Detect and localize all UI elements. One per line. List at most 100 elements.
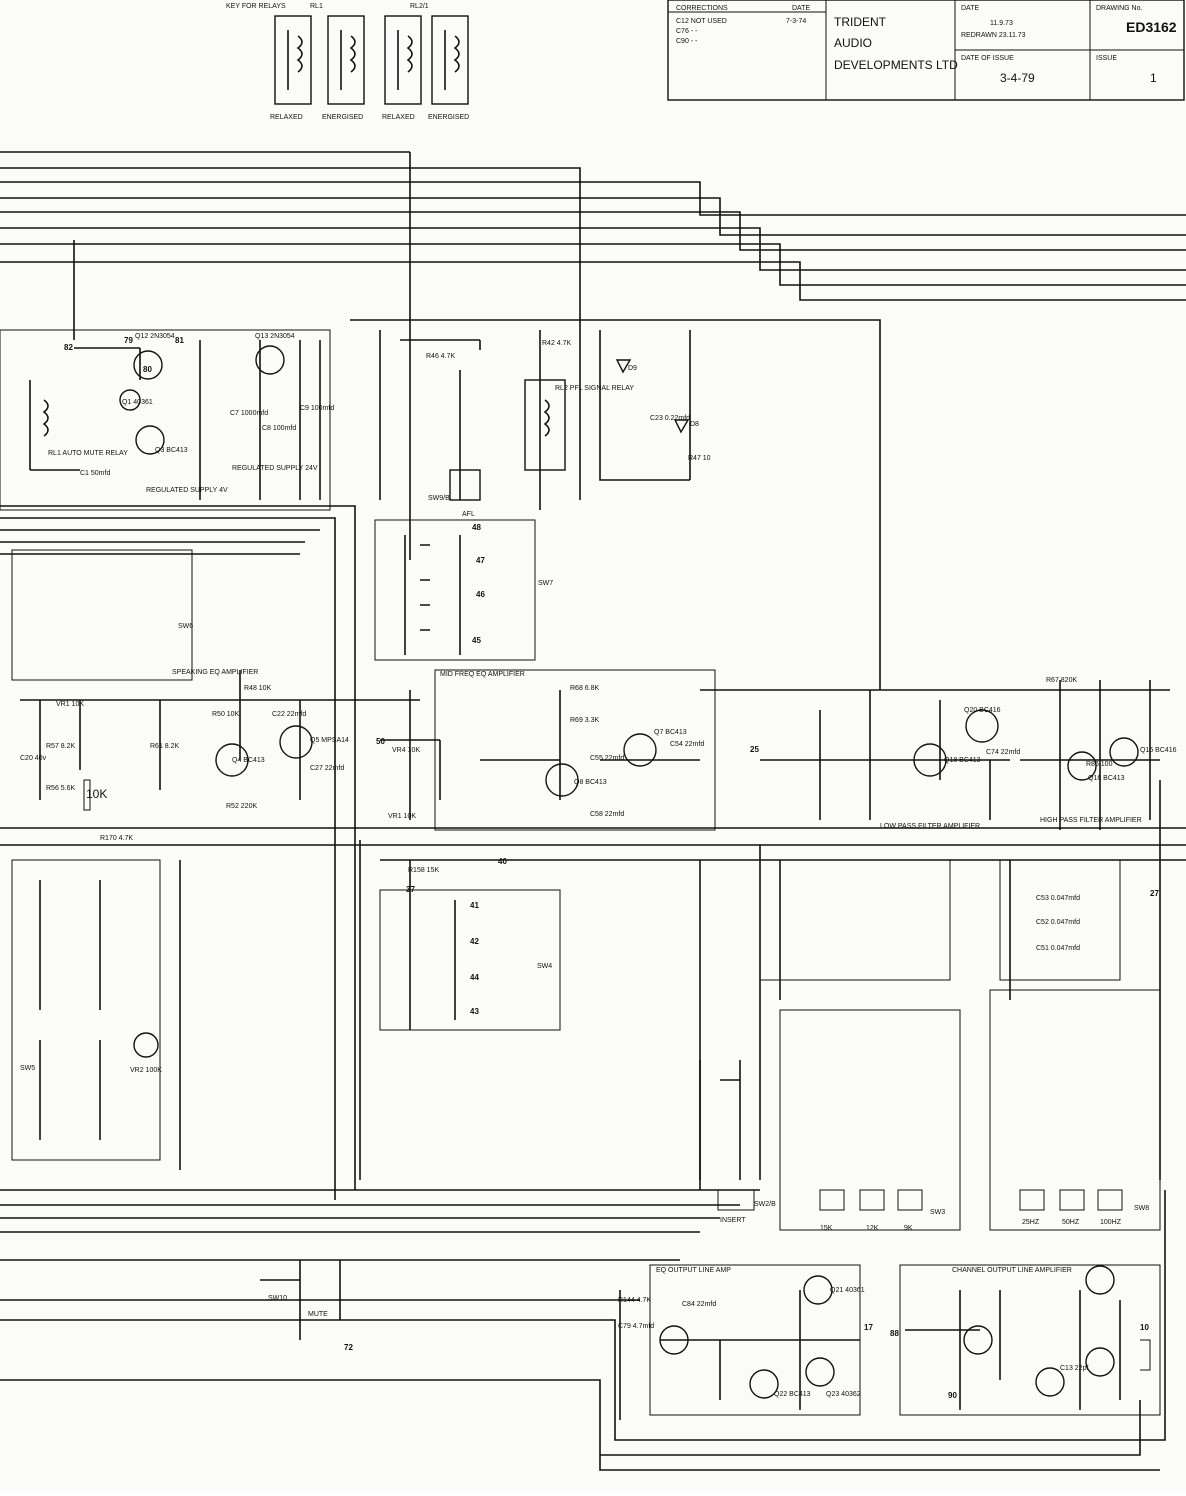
node-41: 41 <box>470 901 479 910</box>
correction-line-1: C12 NOT USED <box>676 18 727 25</box>
sw10-label: SW10 <box>268 1295 287 1302</box>
channel-output-section: CHANNEL OUTPUT LINE AMPLIFIER C13 22pf 8… <box>890 1264 1161 1416</box>
pfl-relay-label: RL2 PFL SIGNAL RELAY <box>555 385 634 392</box>
vr2-label: VR2 100K <box>130 1067 162 1074</box>
q7-label: Q7 BC413 <box>654 729 687 736</box>
r86-label: R86 100 <box>1086 761 1113 768</box>
q13-label: Q13 2N3054 <box>255 333 295 340</box>
channel-output-label: CHANNEL OUTPUT LINE AMPLIFIER <box>952 1267 1072 1274</box>
c9-label: C9 100mfd <box>300 405 334 412</box>
sw7-label: SW7 <box>538 580 553 587</box>
r46-label: R46 4.7K <box>426 353 456 360</box>
r158-label: R158 15K <box>408 867 439 874</box>
node-27: 27 <box>1150 889 1159 898</box>
issue-date-label: DATE OF ISSUE <box>961 55 1014 62</box>
issue-number: 1 <box>1150 71 1157 85</box>
insert-section: INSERT SW2/B <box>699 1060 776 1224</box>
r69-label: R69 3.3K <box>570 717 600 724</box>
relay-state-1: RELAXED <box>270 114 303 121</box>
c1-label: C1 50mfd <box>80 470 110 477</box>
node-80: 80 <box>143 365 152 374</box>
auto-mute-relay-label: RL1 AUTO MUTE RELAY <box>48 450 128 457</box>
r52-label: R52 220K <box>226 803 257 810</box>
q16-label: Q16 BC413 <box>1088 775 1125 782</box>
speaking-eq-label: SPEAKING EQ AMPLIFIER <box>172 669 258 676</box>
node-79: 79 <box>124 336 133 345</box>
issue-label: ISSUE <box>1096 55 1117 62</box>
sw8-label: SW8 <box>1134 1205 1149 1212</box>
c54-label: C54 22mfd <box>670 741 704 748</box>
c51-label: C51 0.047mfd <box>1036 945 1080 952</box>
relay-key-heading: KEY FOR RELAYS <box>226 3 286 10</box>
node-81: 81 <box>175 336 184 345</box>
regulated-supply-4v-label: REGULATED SUPPLY 4V <box>146 487 228 494</box>
high-pass-label: HIGH PASS FILTER AMPLIFIER <box>1040 817 1142 824</box>
node-10: 10 <box>1140 1323 1149 1332</box>
relay-key: KEY FOR RELAYS RL1 RL2/1 RELAXED ENERGIS… <box>226 3 469 121</box>
node-45: 45 <box>472 636 481 645</box>
hp-freq-100hz: 100HZ <box>1100 1219 1122 1226</box>
company-line-3: DEVELOPMENTS LTD <box>834 58 958 72</box>
corrections-header: CORRECTIONS <box>676 5 728 12</box>
q5-label: Q5 MPSA14 <box>310 737 349 744</box>
node-72: 72 <box>344 1343 353 1352</box>
c79-label: C79 4.7mfd <box>618 1323 654 1330</box>
vr1b-label: VR1 10K <box>388 813 416 820</box>
q21-label: Q21 40361 <box>830 1287 865 1294</box>
c13-label: C13 22pf <box>1060 1365 1088 1372</box>
mute-section: SW10 MUTE 72 <box>260 1260 353 1352</box>
r47-label: R47 10 <box>688 455 711 462</box>
sw6-label: SW6 <box>178 623 193 630</box>
sw3-label: SW3 <box>930 1209 945 1216</box>
node-50: 50 <box>376 737 385 746</box>
node-47: 47 <box>476 556 485 565</box>
date-header: DATE <box>792 5 810 12</box>
correction-line-3: C90 - - <box>676 38 698 45</box>
node-46: 46 <box>476 590 485 599</box>
afl-pfl-section: RL2 PFL SIGNAL RELAY AFL SW9/B R42 4.7K … <box>350 319 881 690</box>
mid-freq-section: MID FREQ EQ AMPLIFIER Q8 BC413 Q7 BC413 … <box>376 669 716 866</box>
node-44: 44 <box>470 973 479 982</box>
node-37: 37 <box>406 885 415 894</box>
low-pass-section: LOW PASS FILTER AMPLIFIER Q18 BC413 Q20 … <box>759 690 1020 1232</box>
lp-freq-9k: 9K <box>904 1225 913 1232</box>
q1-label: Q1 40361 <box>122 399 153 406</box>
c22-label: C22 22mfd <box>272 711 306 718</box>
supply-section: RL1 AUTO MUTE RELAY REGULATED SUPPLY 4V … <box>0 240 334 511</box>
drawing-no-label: DRAWING No. <box>1096 5 1142 12</box>
c7-label: C7 1000mfd <box>230 410 268 417</box>
high-pass-section: HIGH PASS FILTER AMPLIFIER Q16 BC413 Q15… <box>750 677 1177 1231</box>
r50-label: R50 10K <box>212 711 240 718</box>
q23-label: Q23 40362 <box>826 1391 861 1398</box>
lp-freq-12k: 12K <box>866 1225 879 1232</box>
c53-label: C53 0.047mfd <box>1036 895 1080 902</box>
q8-label: Q8 BC413 <box>574 779 607 786</box>
relay-state-3: RELAXED <box>382 114 415 121</box>
redrawn-note: REDRAWN 23.11.73 <box>961 32 1026 39</box>
sw5-label: SW5 <box>20 1065 35 1072</box>
relay-key-rl2: RL2/1 <box>410 3 429 10</box>
relay-key-rl1: RL1 <box>310 3 323 10</box>
c23-label: C23 0.22mfd <box>650 415 690 422</box>
node-25: 25 <box>750 745 759 754</box>
c52-label: C52 0.047mfd <box>1036 919 1080 926</box>
correction-date: 7-3-74 <box>786 18 806 25</box>
issue-date: 3-4-79 <box>1000 71 1035 85</box>
r144-label: R144 4.7K <box>618 1297 651 1304</box>
sw7-network: SW7 48 47 46 45 <box>374 519 553 661</box>
sw9-label: SW9/B <box>428 495 450 502</box>
eq-output-section: EQ OUTPUT LINE AMP Q21 40361 Q22 BC413 Q… <box>618 1264 873 1420</box>
insert-label: INSERT <box>720 1217 746 1224</box>
ten-k-label: 10K <box>86 787 107 801</box>
node-17: 17 <box>864 1323 873 1332</box>
node-88: 88 <box>890 1329 899 1338</box>
r57-label: R57 8.2K <box>46 743 76 750</box>
node-42: 42 <box>470 937 479 946</box>
c58-label: C58 22mfd <box>590 811 624 818</box>
hp-freq-25hz: 25HZ <box>1022 1219 1040 1226</box>
company-line-2: AUDIO <box>834 36 872 50</box>
eq-output-label: EQ OUTPUT LINE AMP <box>656 1267 731 1274</box>
date-value: 11.9.73 <box>990 20 1013 27</box>
sw4-network: R158 15K SW4 37 41 42 43 44 <box>379 860 561 1031</box>
